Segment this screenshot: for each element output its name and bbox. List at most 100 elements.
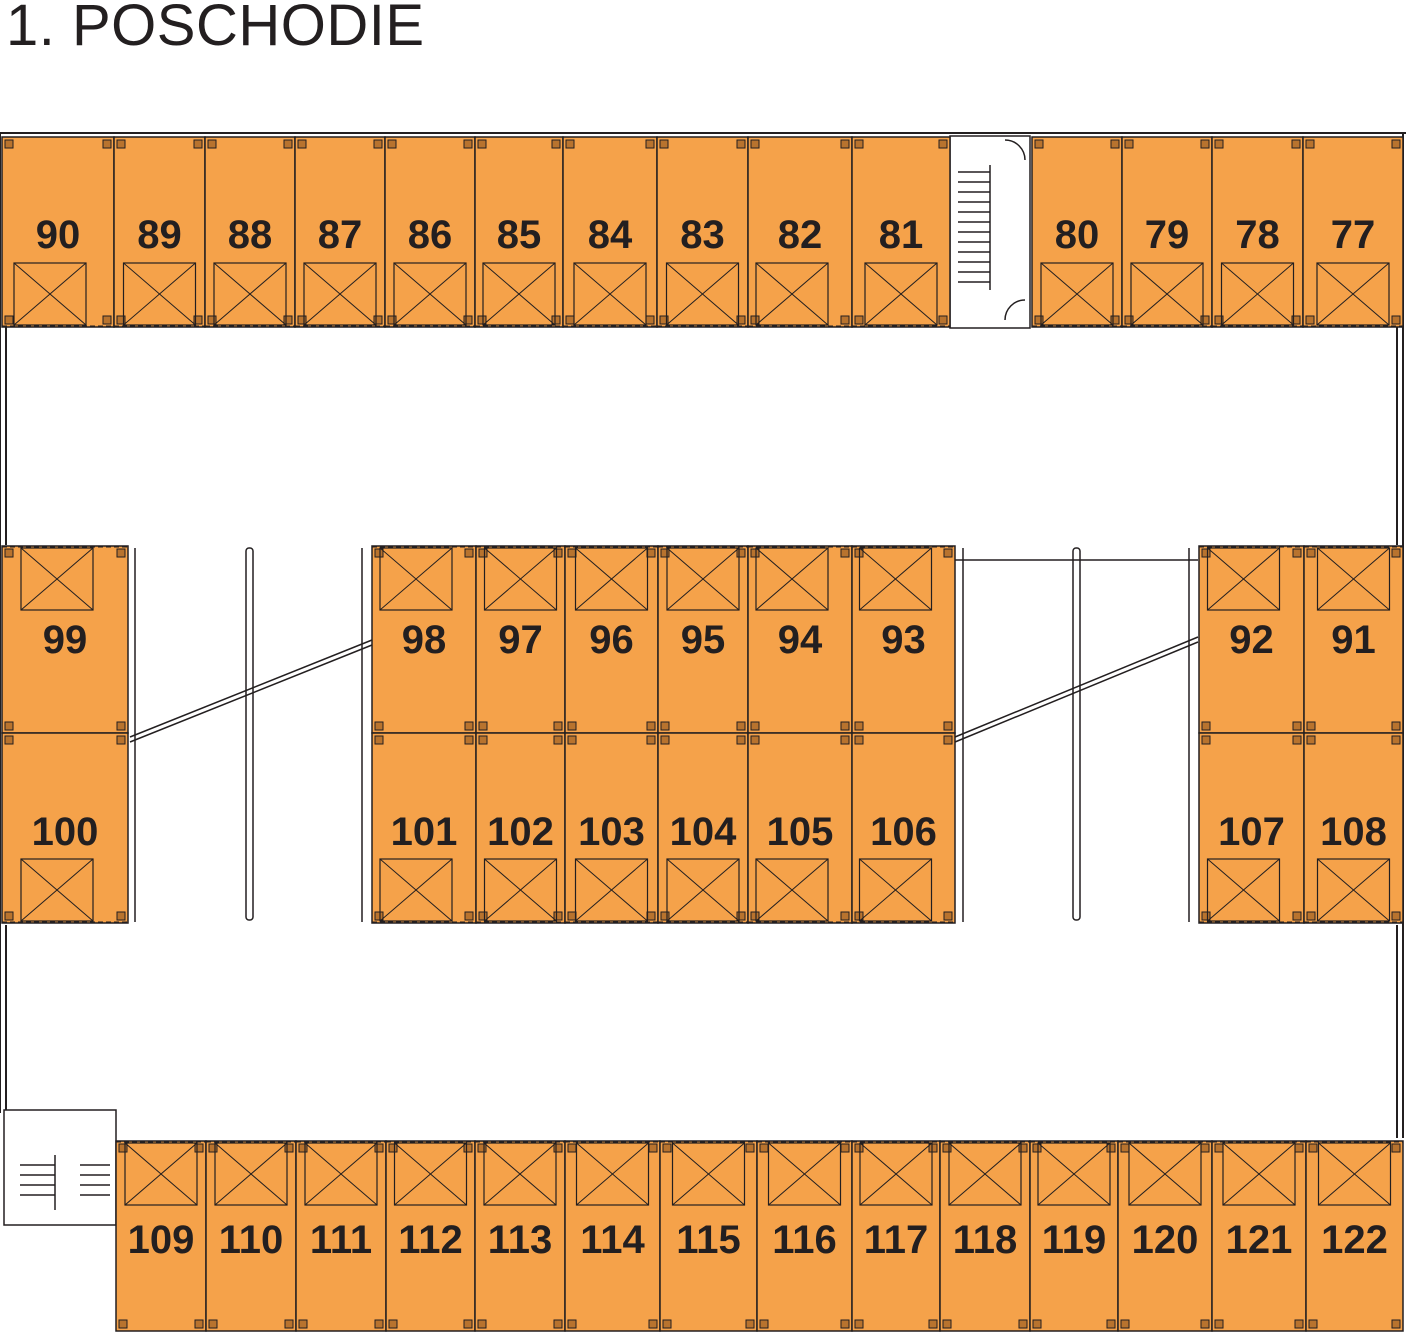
parking-unit-100[interactable]: 100	[1, 732, 129, 924]
unit-area	[1, 545, 129, 734]
column-icon	[298, 1143, 308, 1153]
parking-unit-88[interactable]: 88	[204, 136, 296, 328]
column-icon	[1200, 1319, 1210, 1329]
column-icon	[4, 139, 14, 149]
parking-unit-122[interactable]: 122	[1305, 1140, 1404, 1332]
column-icon	[1032, 1319, 1042, 1329]
parking-unit-97[interactable]: 97	[475, 545, 566, 734]
column-icon	[759, 1143, 769, 1153]
parking-unit-103[interactable]: 103	[564, 732, 659, 924]
unit-number: 88	[228, 213, 273, 257]
column-icon	[648, 1319, 658, 1329]
parking-unit-117[interactable]: 117	[851, 1140, 941, 1332]
unit-number: 122	[1321, 1218, 1388, 1262]
parking-unit-78[interactable]: 78	[1211, 136, 1304, 328]
parking-unit-82[interactable]: 82	[747, 136, 853, 328]
storage-box-icon	[1037, 1142, 1111, 1206]
parking-unit-92[interactable]: 92	[1198, 545, 1305, 734]
parking-unit-104[interactable]: 104	[657, 732, 749, 924]
parking-unit-99[interactable]: 99	[1, 545, 129, 734]
parking-unit-98[interactable]: 98	[371, 545, 477, 734]
column-icon	[567, 721, 577, 731]
column-icon	[1120, 1143, 1130, 1153]
storage-box-icon	[575, 1142, 650, 1206]
unit-area	[851, 1140, 941, 1332]
unit-number: 110	[219, 1218, 284, 1262]
storage-box-icon	[665, 262, 740, 326]
parking-unit-108[interactable]: 108	[1303, 732, 1404, 924]
parking-unit-114[interactable]: 114	[564, 1140, 661, 1332]
column-icon	[1391, 735, 1401, 745]
parking-unit-94[interactable]: 94	[747, 545, 853, 734]
parking-unit-83[interactable]: 83	[656, 136, 749, 328]
unit-area	[113, 136, 206, 328]
column-icon	[478, 735, 488, 745]
parking-unit-89[interactable]: 89	[113, 136, 206, 328]
floor-title: 1. POSCHODIE	[6, 0, 425, 58]
parking-unit-106[interactable]: 106	[851, 732, 956, 924]
parking-unit-91[interactable]: 91	[1303, 545, 1404, 734]
column-icon	[116, 911, 126, 921]
parking-unit-120[interactable]: 120	[1117, 1140, 1213, 1332]
parking-unit-116[interactable]: 116	[756, 1140, 853, 1332]
column-icon	[1106, 1143, 1116, 1153]
parking-unit-93[interactable]: 93	[851, 545, 956, 734]
column-icon	[854, 1143, 864, 1153]
parking-unit-118[interactable]: 118	[939, 1140, 1031, 1332]
column-icon	[1201, 735, 1211, 745]
parking-unit-107[interactable]: 107	[1198, 732, 1305, 924]
column-icon	[662, 1143, 672, 1153]
parking-unit-111[interactable]: 111	[295, 1140, 387, 1332]
parking-unit-110[interactable]: 110	[205, 1140, 297, 1332]
column-icon	[116, 548, 126, 558]
parking-unit-115[interactable]: 115	[659, 1140, 758, 1332]
parking-unit-101[interactable]: 101	[371, 732, 477, 924]
column-icon	[284, 1319, 294, 1329]
column-icon	[553, 721, 563, 731]
parking-unit-77[interactable]: 77	[1302, 136, 1404, 328]
storage-box-icon	[213, 262, 287, 326]
parking-unit-113[interactable]: 113	[474, 1140, 566, 1332]
column-icon	[1391, 1143, 1401, 1153]
parking-unit-86[interactable]: 86	[384, 136, 476, 328]
column-icon	[1200, 1143, 1210, 1153]
column-icon	[1034, 139, 1044, 149]
parking-unit-112[interactable]: 112	[385, 1140, 476, 1332]
parking-unit-81[interactable]: 81	[851, 136, 951, 328]
parking-unit-121[interactable]: 121	[1211, 1140, 1307, 1332]
parking-unit-85[interactable]: 85	[474, 136, 564, 328]
column-icon	[1110, 315, 1120, 325]
parking-unit-87[interactable]: 87	[294, 136, 386, 328]
parking-unit-84[interactable]: 84	[562, 136, 658, 328]
parking-unit-95[interactable]: 95	[657, 545, 749, 734]
storage-box-icon	[859, 1142, 933, 1206]
unit-area	[1211, 1140, 1307, 1332]
column-icon	[193, 139, 203, 149]
column-icon	[1214, 315, 1224, 325]
unit-number: 81	[879, 213, 924, 257]
parking-unit-119[interactable]: 119	[1029, 1140, 1119, 1332]
parking-unit-80[interactable]: 80	[1031, 136, 1123, 328]
unit-number: 93	[881, 618, 926, 662]
column-icon	[1214, 1319, 1224, 1329]
column-icon	[854, 139, 864, 149]
parking-unit-105[interactable]: 105	[747, 732, 853, 924]
column-icon	[116, 735, 126, 745]
column-icon	[1034, 315, 1044, 325]
column-icon	[463, 1143, 473, 1153]
column-icon	[928, 1143, 938, 1153]
column-icon	[1291, 139, 1301, 149]
parking-unit-79[interactable]: 79	[1121, 136, 1213, 328]
storage-box-icon	[767, 1142, 842, 1206]
unit-number: 105	[767, 810, 834, 854]
column-icon	[4, 911, 14, 921]
column-icon	[1308, 1143, 1318, 1153]
parking-unit-102[interactable]: 102	[475, 732, 566, 924]
parking-unit-109[interactable]: 109	[115, 1140, 207, 1332]
parking-unit-96[interactable]: 96	[564, 545, 659, 734]
storage-box-icon	[1316, 858, 1391, 922]
parking-unit-90[interactable]: 90	[1, 136, 115, 328]
column-icon	[1308, 1319, 1318, 1329]
unit-area	[371, 545, 477, 734]
unit-area	[562, 136, 658, 328]
